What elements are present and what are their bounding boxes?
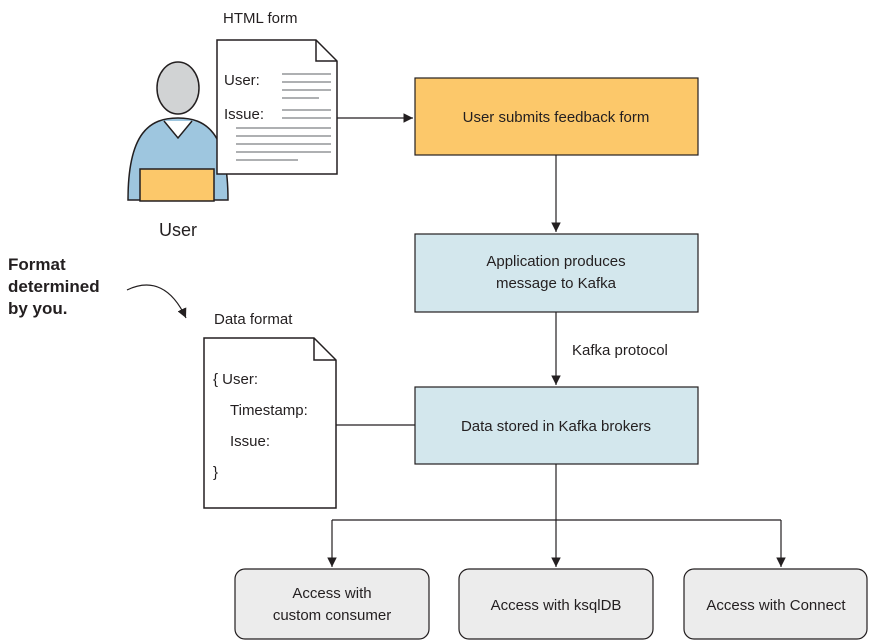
kafka-protocol-label: Kafka protocol [572, 342, 668, 359]
access-ksqldb-label: Access with ksqlDB [491, 597, 622, 614]
branch-connectors [332, 464, 781, 521]
access-consumer-label-line1: Access with [292, 585, 371, 602]
data-format-line-issue: Issue: [230, 433, 270, 450]
submit-step-label: User submits feedback form [463, 109, 650, 126]
produce-step-label-line1: Application produces [486, 253, 625, 270]
annotation-line-3: by you. [8, 299, 68, 318]
form-field-user: User: [224, 72, 260, 89]
data-format-line-close: } [213, 464, 218, 481]
html-form-document-icon [216, 39, 338, 175]
html-form-caption: HTML form [223, 10, 297, 27]
produce-step-label-line2: message to Kafka [496, 275, 617, 292]
store-step-box [414, 386, 699, 465]
access-connect-label: Access with Connect [706, 597, 846, 614]
access-consumer-label-line2: custom consumer [273, 607, 391, 624]
annotation-arrow [126, 284, 187, 319]
data-format-caption: Data format [214, 311, 293, 328]
data-format-document-icon [203, 337, 337, 509]
user-person-icon [127, 61, 229, 202]
data-format-line-timestamp: Timestamp: [230, 402, 308, 419]
store-step-label: Data stored in Kafka brokers [461, 418, 651, 435]
form-field-issue: Issue: [224, 106, 264, 123]
annotation-line-2: determined [8, 277, 100, 296]
access-ksqldb-box [458, 568, 654, 640]
user-label: User [159, 220, 197, 240]
submit-step-box [414, 77, 699, 156]
produce-step-box [414, 233, 699, 313]
annotation-line-1: Format [8, 255, 66, 274]
data-format-line-user: { User: [213, 371, 258, 388]
access-connect-box [683, 568, 868, 640]
access-consumer-box [234, 568, 430, 640]
